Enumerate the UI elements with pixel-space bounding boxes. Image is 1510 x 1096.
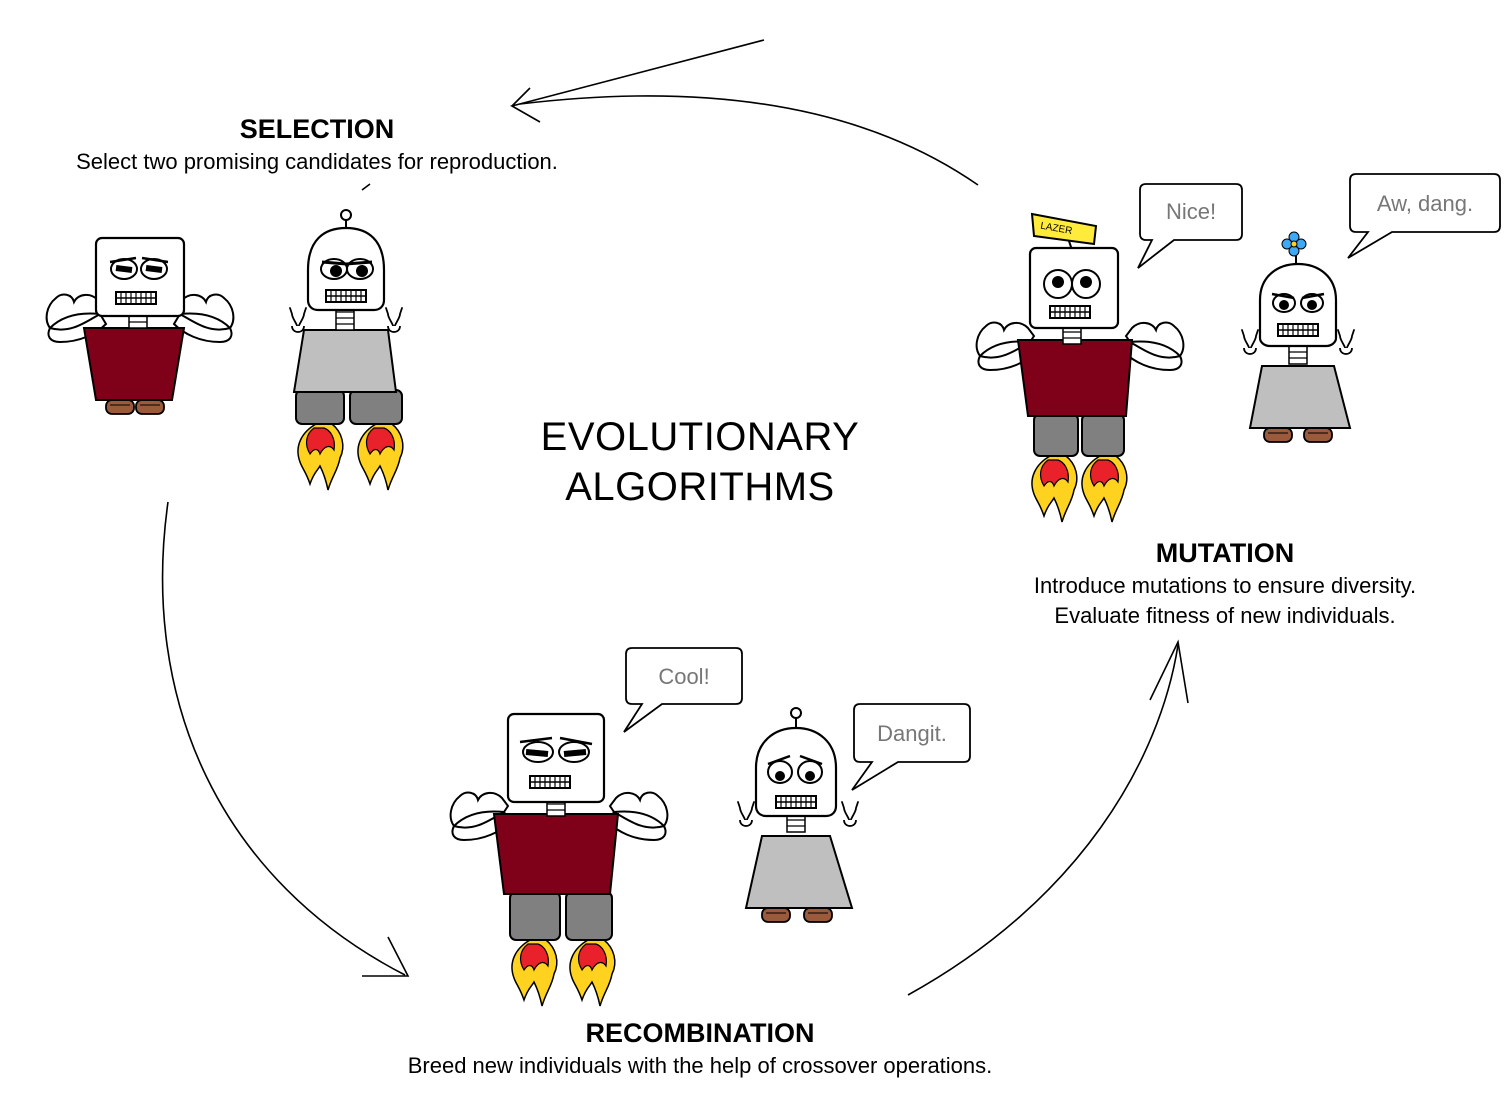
speech-bubble-aw-dang: [1347, 173, 1501, 259]
mutation-weak-robot: [1241, 231, 1355, 443]
mutation-description-line2: Evaluate fitness of new individuals.: [1054, 603, 1396, 628]
arrowhead-selection: [509, 39, 765, 123]
arrow-selection-to-recombination: [161, 501, 406, 976]
flower-icon: [1281, 231, 1307, 257]
bubble-text-aw-dang: Aw, dang.: [1376, 191, 1474, 216]
mutation-description-line1: Introduce mutations to ensure diversity.: [1033, 573, 1417, 598]
arrow-recombination-to-mutation: [907, 644, 1179, 996]
bubble-text-nice: Nice!: [1165, 199, 1217, 224]
recombination-strong-robot: [449, 712, 669, 1007]
bubble-text-dangit: Dangit.: [877, 721, 947, 746]
bubble-text-cool: Cool!: [658, 664, 710, 689]
mutation-strong-robot: LAZER: [975, 212, 1185, 523]
arrow-mutation-to-selection: [519, 95, 979, 186]
mutation-title: MUTATION: [1155, 538, 1295, 568]
recombination-title: RECOMBINATION: [585, 1018, 815, 1048]
selection-jet-robot: [289, 209, 404, 491]
center-title-line1: EVOLUTIONARY: [540, 415, 860, 459]
center-title-line2: ALGORITHMS: [565, 465, 835, 509]
recombination-weak-robot: [737, 707, 859, 923]
speech-bubble-cool: [623, 647, 743, 733]
selection-description: Select two promising candidates for repr…: [76, 149, 558, 174]
selection-title: SELECTION: [239, 114, 395, 144]
cycle-arrows: [161, 39, 1189, 996]
recombination-description: Breed new individuals with the help of c…: [407, 1053, 993, 1078]
arrowhead-mutation: [1149, 639, 1189, 704]
arrowhead-recombination: [362, 936, 410, 977]
speech-bubble-dangit: [851, 703, 971, 791]
selection-strong-robot: [45, 236, 235, 415]
arrow-stub: [361, 183, 371, 191]
speech-bubble-nice: [1137, 183, 1243, 269]
